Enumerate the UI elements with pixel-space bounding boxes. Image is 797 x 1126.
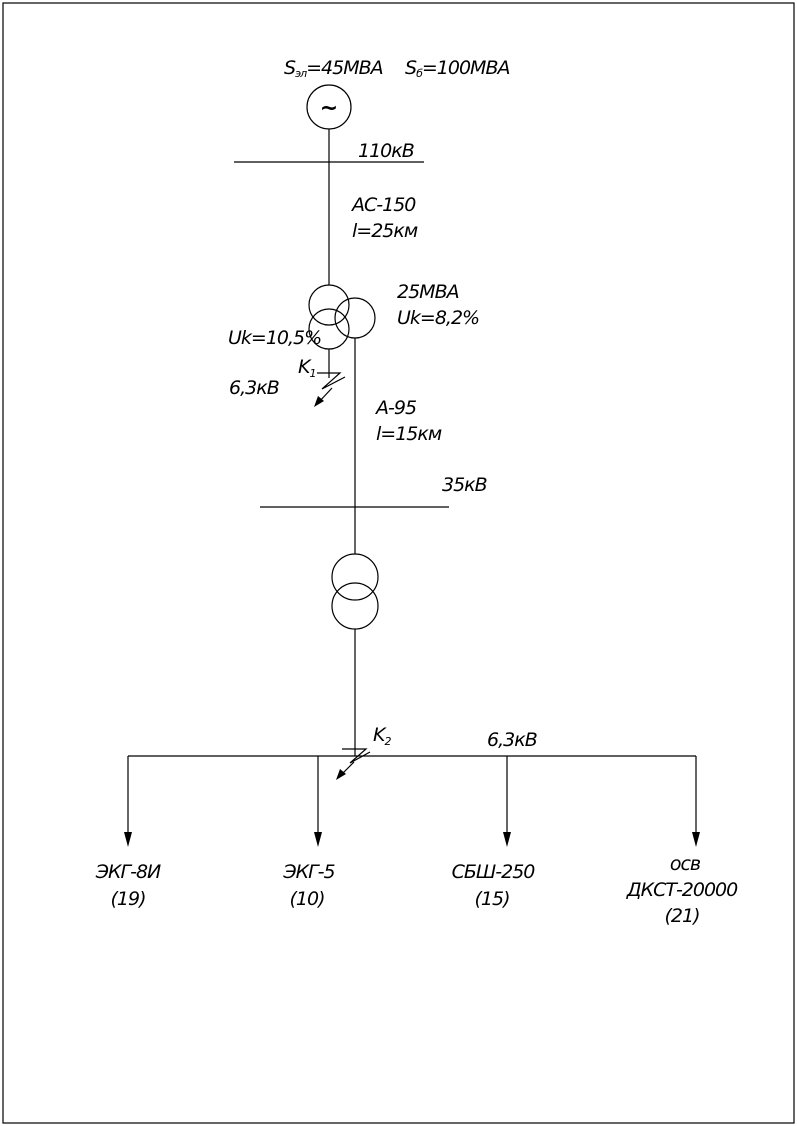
source-power-label: Sэл=45МВА <box>284 57 383 80</box>
line-1-length: l=25км <box>352 220 418 242</box>
load-4-qty: (21) <box>664 905 699 927</box>
line-1-type: АС-150 <box>350 194 416 216</box>
feeder-2-arrow <box>314 832 322 847</box>
feeder-4-arrow <box>692 832 700 847</box>
base-power-label: Sб=100МВА <box>405 57 509 80</box>
line-2-type: А-95 <box>374 397 417 419</box>
load-4-name: ДКСТ-20000 <box>626 879 738 901</box>
bus-110kv-label: 110кВ <box>358 140 414 162</box>
load-2-name: ЭКГ-5 <box>282 861 335 883</box>
transformer-1-rating: 25МВА <box>397 281 459 303</box>
transformer-2-hv-winding <box>331 553 379 601</box>
load-1-qty: (19) <box>110 888 145 910</box>
feeder-3-arrow <box>503 832 511 847</box>
transformer-2-lv-winding <box>331 582 379 630</box>
fault-k2-arrow-head <box>336 769 346 780</box>
transformer-1-hv-winding <box>308 284 350 326</box>
fault-k1-label: K1 <box>298 356 315 380</box>
load-3-qty: (15) <box>474 888 509 910</box>
fault-k1-arrow-head <box>314 396 324 407</box>
fault-k1-zigzag <box>317 372 346 390</box>
lv-voltage-label: 6,3кВ <box>229 377 279 399</box>
feeder-1-arrow <box>124 832 132 847</box>
bus-35kv-label: 35кВ <box>442 474 487 496</box>
transformer-1-uk-lv: Uk=10,5% <box>228 327 321 349</box>
load-1-name: ЭКГ-8И <box>95 861 161 883</box>
load-4-type: осв <box>670 853 701 875</box>
load-2-qty: (10) <box>289 888 324 910</box>
line-2-length: l=15км <box>376 423 442 445</box>
generator-tilde-icon: ~ <box>320 96 338 121</box>
bus-6kv-label: 6,3кВ <box>487 729 537 751</box>
transformer-1-uk-hv: Uk=8,2% <box>397 307 479 329</box>
transformer-1-mv-winding <box>334 297 376 339</box>
fault-k2-label: K2 <box>373 724 391 748</box>
load-3-name: СБШ-250 <box>452 861 536 883</box>
